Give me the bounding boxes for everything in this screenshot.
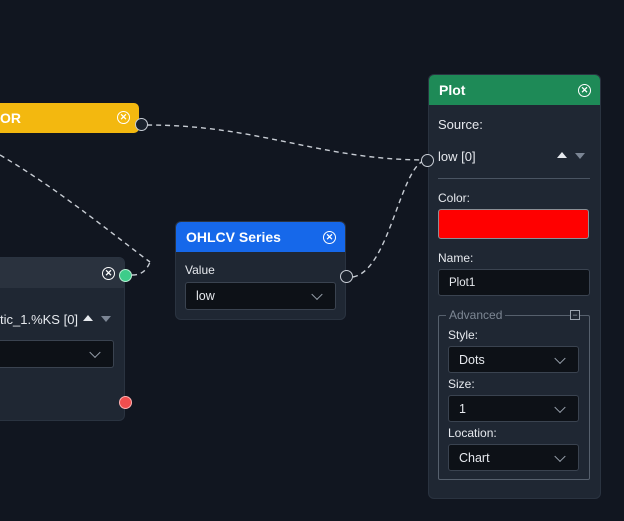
plot-node-title: Plot [439,82,466,98]
size-label: Size: [448,377,475,391]
advanced-group: Advanced − Style: Dots Size: 1 Location:… [438,308,590,480]
plot-name-label: Name: [438,251,474,265]
close-icon[interactable]: ✕ [578,84,591,97]
triangle-up-icon[interactable] [557,152,567,158]
wire-or-input [0,154,151,263]
style-value: Dots [459,352,485,367]
plot-source-value: low [0] [438,149,476,164]
close-icon[interactable]: ✕ [102,267,115,280]
plot-input-port[interactable] [421,154,434,167]
triangle-down-icon[interactable] [575,153,585,159]
close-icon[interactable]: ✕ [117,111,130,124]
location-value: Chart [459,450,490,465]
minus-square-icon[interactable]: − [570,310,580,320]
advanced-label: Advanced [446,308,506,322]
style-label: Style: [448,328,479,342]
plot-name-input[interactable]: Plot1 [438,269,590,296]
plot-node-header[interactable]: Plot ✕ [429,75,600,105]
stoch-error-port[interactable] [119,396,132,409]
wire-or-to-plot [146,124,427,161]
ohlcv-output-port[interactable] [340,270,353,283]
chevron-down-icon [554,352,566,364]
ohlcv-node-header[interactable]: OHLCV Series ✕ [176,222,345,252]
close-icon[interactable]: ✕ [323,231,336,244]
ohlcv-value-label: Value [185,263,215,277]
chevron-down-icon [554,450,566,462]
or-node[interactable]: OR ✕ [0,103,139,133]
location-select[interactable]: Chart [448,444,579,471]
stoch-source-value: tic_1.%KS [0] [0,312,79,327]
color-swatch[interactable] [438,209,589,239]
location-label: Location: [448,426,497,440]
ohlcv-value-select[interactable]: low [185,282,336,310]
wire-ohlcv-to-plot [352,159,427,278]
plot-node[interactable]: Plot ✕ Source: low [0] Color: Name: Plot… [429,75,600,498]
style-select[interactable]: Dots [448,346,579,373]
ohlcv-value-text: low [196,289,215,303]
size-select[interactable]: 1 [448,395,579,422]
or-node-header[interactable]: OR ✕ [0,103,139,133]
plot-color-label: Color: [438,191,471,205]
chevron-down-icon [311,288,323,301]
ohlcv-node-title: OHLCV Series [186,229,281,245]
chevron-down-icon [554,401,566,413]
or-output-port[interactable] [135,118,148,131]
or-node-title: OR [0,110,21,126]
chevron-down-icon [89,346,101,359]
stoch-output-port[interactable] [119,269,132,282]
plot-name-value: Plot1 [449,276,476,289]
triangle-up-icon[interactable] [83,315,93,321]
source-divider [438,178,590,179]
triangle-down-icon[interactable] [101,316,111,322]
ohlcv-node[interactable]: OHLCV Series ✕ Value low [176,222,345,319]
wire-stoch-out [131,261,151,276]
stoch-node-header[interactable]: ✕ [0,258,124,288]
stoch-dropdown[interactable] [0,340,114,368]
size-value: 1 [459,401,466,416]
plot-source-label: Source: [438,117,483,132]
stoch-node[interactable]: ✕ tic_1.%KS [0] [0,258,124,420]
